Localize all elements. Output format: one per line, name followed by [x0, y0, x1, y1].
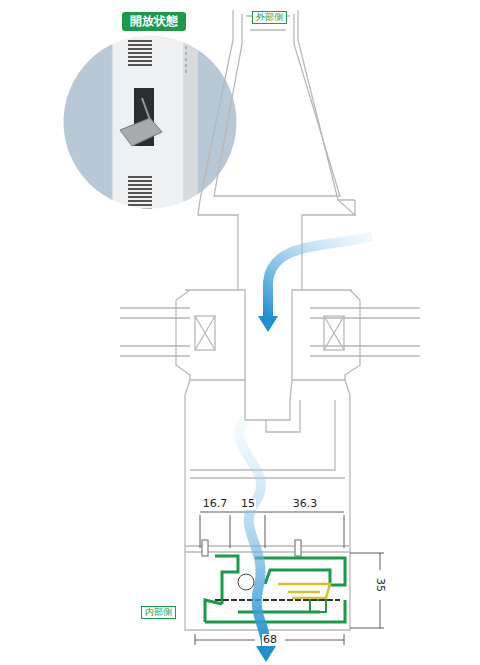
inner-ventilator	[202, 540, 345, 622]
state-badge: 開放状態	[122, 12, 186, 31]
frame-profile	[120, 10, 420, 630]
tag-text: 内部側	[145, 607, 172, 618]
dimension-label: 15	[240, 498, 256, 510]
tag-text: 外部側	[256, 12, 283, 23]
tag-text: 開放状態	[130, 14, 178, 29]
side-tag: 外部側	[252, 11, 287, 24]
airflow-arrows	[240, 236, 372, 662]
dimension-label: 35	[374, 577, 386, 593]
photo-inset	[60, 30, 240, 220]
dimension-lines	[195, 512, 384, 645]
dimension-label: 16.7	[202, 498, 229, 510]
dimension-label: 68	[262, 634, 278, 646]
dimension-label: 36.3	[292, 498, 319, 510]
side-tag: 内部側	[141, 606, 176, 619]
